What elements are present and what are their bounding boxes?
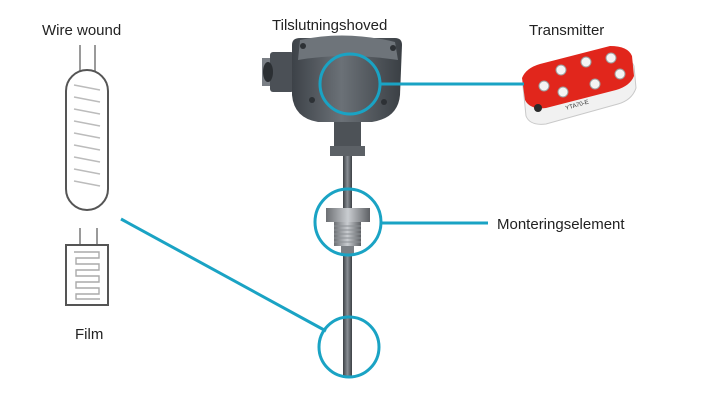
callouts (120, 52, 524, 379)
connection-head-icon (262, 35, 402, 122)
callout-circle-sensor (317, 315, 381, 379)
label-mounting-element: Monteringselement (497, 216, 625, 233)
transmitter-icon (522, 46, 637, 125)
label-wire-wound: Wire wound (42, 22, 122, 39)
callout-line-sensor (120, 217, 327, 333)
thermowell-icon (326, 118, 370, 378)
label-transmitter: Transmitter (529, 22, 605, 39)
label-connection-head: Tilslutningshoved (272, 17, 388, 34)
wire-wound-sensor-icon (65, 45, 109, 211)
label-film: Film (75, 326, 104, 343)
film-sensor-icon (65, 228, 109, 306)
